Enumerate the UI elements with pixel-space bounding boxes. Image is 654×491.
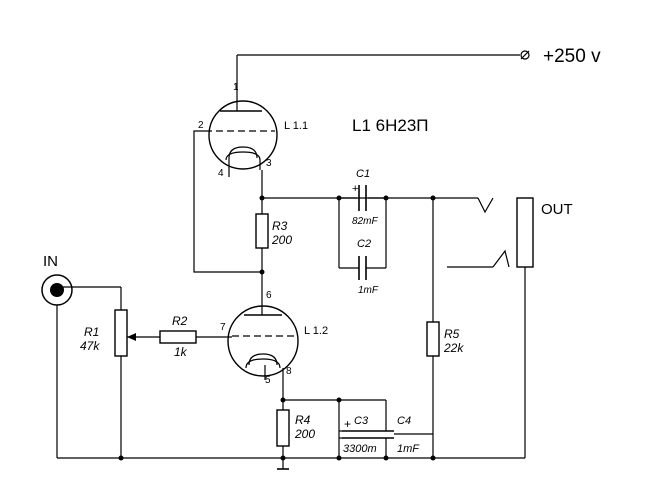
resistor-r3 bbox=[255, 213, 269, 249]
tube-title: L1 6H23П bbox=[352, 116, 429, 135]
input-jack bbox=[41, 274, 121, 458]
tube-lower bbox=[227, 305, 299, 400]
pin-label: 8 bbox=[286, 366, 292, 377]
resistor-r2-ref: R2 bbox=[172, 314, 188, 328]
capacitor-c1-ref: C1 bbox=[356, 168, 370, 180]
junction-dot bbox=[259, 269, 265, 275]
capacitor-c1-value: 82mF bbox=[352, 216, 378, 227]
ground-symbol bbox=[277, 458, 289, 470]
capacitor-c2-value: 1mF bbox=[358, 285, 379, 296]
tube-lower-name: L 1.2 bbox=[304, 325, 328, 337]
resistor-r1-ref: R1 bbox=[84, 325, 99, 339]
capacitor-c2-ref: C2 bbox=[357, 238, 371, 250]
pin-label: 3 bbox=[266, 158, 272, 169]
resistor-r5-value: 22k bbox=[443, 341, 464, 355]
supply-label: +250 v bbox=[543, 46, 601, 67]
capacitor-c1-polarity: + bbox=[352, 183, 358, 195]
capacitor-c3-c4 bbox=[338, 400, 433, 458]
resistor-r4 bbox=[276, 409, 290, 447]
tube-upper bbox=[205, 100, 278, 177]
grid-feedback-wire bbox=[193, 130, 262, 273]
output-label: OUT bbox=[541, 201, 573, 218]
capacitor-c3-polarity: + bbox=[344, 417, 351, 431]
pin-label: 4 bbox=[218, 168, 224, 179]
potentiometer-r1 bbox=[114, 309, 128, 357]
pin-label: 6 bbox=[266, 290, 272, 301]
pin-label: 2 bbox=[198, 120, 204, 131]
resistor-r5 bbox=[426, 321, 440, 357]
output-jack bbox=[447, 197, 534, 458]
capacitor-c4-ref: C4 bbox=[397, 415, 411, 427]
junction-dot bbox=[118, 455, 124, 461]
junction-dot bbox=[336, 455, 342, 461]
resistor-r1-value: 47k bbox=[80, 339, 100, 353]
resistor-r5-ref: R5 bbox=[444, 327, 460, 341]
input-label: IN bbox=[43, 253, 58, 270]
capacitor-c3-ref: C3 bbox=[354, 415, 369, 427]
resistor-r4-ref: R4 bbox=[295, 413, 311, 427]
capacitor-c3-value: 3300m bbox=[343, 443, 377, 455]
resistor-r4-value: 200 bbox=[294, 427, 315, 441]
wiper-arrow bbox=[127, 333, 136, 341]
pin-label: 1 bbox=[233, 82, 239, 93]
pin-label: 5 bbox=[265, 375, 271, 386]
resistor-r3-ref: R3 bbox=[272, 219, 288, 233]
supply-terminal bbox=[237, 50, 530, 60]
resistor-r3-value: 200 bbox=[271, 233, 292, 247]
capacitor-c1-c2 bbox=[338, 185, 387, 280]
capacitor-c4-value: 1mF bbox=[397, 443, 420, 455]
junction-dot bbox=[383, 455, 389, 461]
resistor-r2-value: 1k bbox=[174, 345, 188, 359]
pin-label: 7 bbox=[220, 322, 226, 333]
tube-upper-name: L 1.1 bbox=[284, 120, 308, 132]
junction-dot bbox=[430, 455, 436, 461]
resistor-r2 bbox=[159, 330, 197, 344]
